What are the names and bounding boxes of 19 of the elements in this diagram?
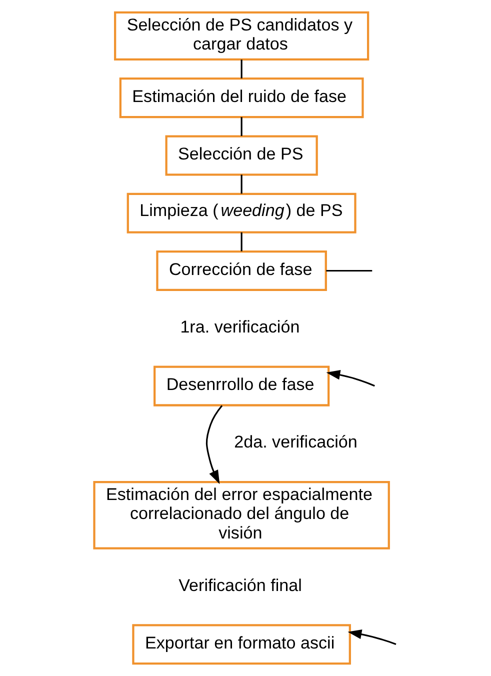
node-box: Exportar en formato ascii bbox=[132, 624, 351, 665]
node-box: Selección de PS candidatos y cargar datos bbox=[114, 11, 370, 60]
arrow bbox=[206, 405, 223, 484]
node-box: Estimación del ruido de fase bbox=[119, 78, 364, 118]
label: Verificación final bbox=[178, 576, 302, 595]
node-box: Selección de PS bbox=[165, 135, 318, 176]
arrow bbox=[348, 629, 396, 645]
node-box: Corrección de fase bbox=[156, 250, 327, 292]
connector bbox=[240, 60, 242, 78]
connector bbox=[326, 270, 372, 272]
connector bbox=[240, 174, 242, 194]
label: 2da. verificación bbox=[234, 432, 358, 452]
connector bbox=[240, 117, 242, 136]
label: 1ra. verificación bbox=[180, 317, 300, 336]
arrow bbox=[326, 370, 375, 387]
node-box: Desenrrollo de fase bbox=[154, 366, 330, 406]
connector bbox=[240, 232, 242, 252]
node-box: Limpieza (weeding) de PS bbox=[126, 192, 356, 234]
node-box: Estimación del error espacialmente correlacionado del ángulo de visión bbox=[93, 481, 390, 550]
